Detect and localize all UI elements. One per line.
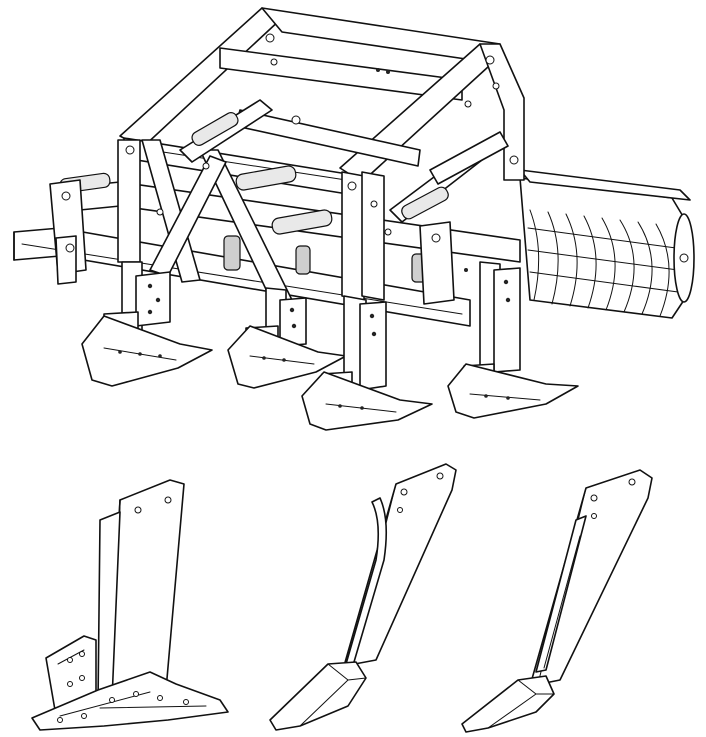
hitch-plates xyxy=(49,179,455,305)
frame-posts xyxy=(117,139,385,301)
subsoiler-assembly xyxy=(13,7,695,431)
hydraulic-cylinders xyxy=(59,112,449,283)
shank-4 xyxy=(447,261,579,419)
packer-roller xyxy=(519,169,695,319)
roller-rings xyxy=(527,209,679,317)
curved-shank xyxy=(269,463,457,731)
straight-shank xyxy=(461,469,653,733)
frame-bolts xyxy=(125,33,519,272)
shank-1 xyxy=(81,261,213,387)
winged-shank xyxy=(31,479,229,731)
shank-2 xyxy=(227,287,347,389)
shank-3 xyxy=(301,295,433,431)
